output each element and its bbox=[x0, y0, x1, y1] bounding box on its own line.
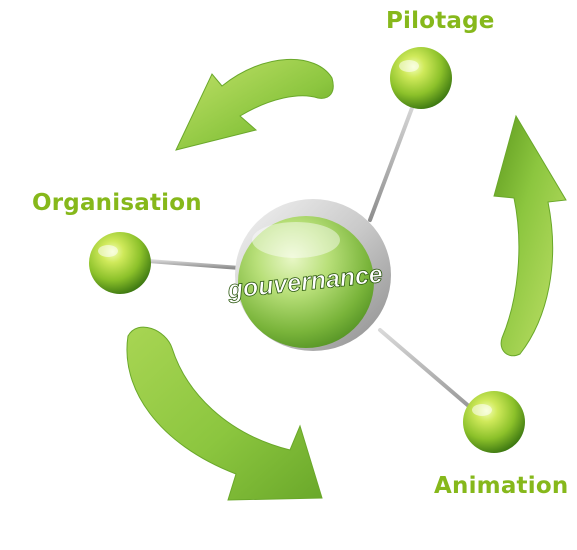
stem-pilotage bbox=[368, 98, 417, 222]
curved-arrow-icon bbox=[126, 326, 323, 501]
stem-animation bbox=[378, 328, 487, 422]
sphere-icon bbox=[89, 232, 151, 294]
stem-organisation bbox=[133, 258, 242, 270]
sphere-icon bbox=[390, 47, 452, 109]
center-hub: gouvernance bbox=[225, 199, 391, 351]
curved-arrow-icon bbox=[175, 59, 334, 151]
label-pilotage: Pilotage bbox=[386, 8, 495, 34]
label-animation: Animation bbox=[434, 473, 569, 499]
curved-arrow-icon bbox=[493, 114, 567, 357]
label-organisation: Organisation bbox=[32, 190, 202, 216]
sphere-icon bbox=[463, 391, 525, 453]
